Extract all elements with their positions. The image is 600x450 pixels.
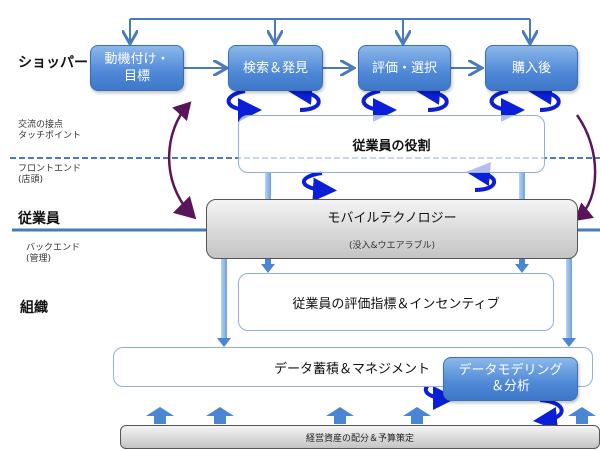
purple-curve-right xyxy=(574,114,597,222)
bar-role-mobile-right xyxy=(519,172,525,200)
lane-employee: 従業員 xyxy=(18,211,60,227)
arrow-to-evaluation-left xyxy=(261,264,275,273)
lane-organization: 組織 xyxy=(20,300,48,316)
up-arrows xyxy=(146,407,596,424)
journey-search[interactable]: 検索＆発見 xyxy=(228,45,323,91)
lane-shopper: ショッパー xyxy=(18,55,88,71)
bar-mobile-data-left xyxy=(221,258,227,340)
budget-label: 経営資産の配分＆予算策定 xyxy=(305,433,414,444)
lane-touchpoint: 交流の接点 タッチポイント xyxy=(18,120,82,141)
mobile-tech-box[interactable]: モバイルテクノロジー (没入&ウエアラブル) xyxy=(206,199,578,259)
lane-frontend: フロントエンド (店頭) xyxy=(18,164,82,185)
journey-post-purchase[interactable]: 購入後 xyxy=(485,45,578,91)
bar-role-mobile-left xyxy=(265,172,271,200)
lane-backend: バックエンド (管理) xyxy=(26,243,81,264)
employee-role-label: 従業員の役割 xyxy=(352,138,431,154)
evaluation-label: 従業員の評価指標＆インセンティブ xyxy=(292,296,500,312)
arrow-to-evaluation-right xyxy=(515,264,529,273)
budget-bar[interactable]: 経営資産の配分＆予算策定 xyxy=(120,425,600,449)
employee-role-box[interactable]: 従業員の役割 xyxy=(238,115,545,173)
evaluation-box[interactable]: 従業員の評価指標＆インセンティブ xyxy=(238,273,554,331)
journey-motivation[interactable]: 動機付け・ 目標 xyxy=(90,45,184,91)
data-mgmt-label: データ蓄積＆マネジメント xyxy=(274,361,431,377)
data-modeling-box[interactable]: データモデリング ＆分析 xyxy=(443,357,578,401)
mobile-tech-sub: (没入&ウエアラブル) xyxy=(348,241,436,251)
journey-evaluate[interactable]: 評価・選択 xyxy=(358,45,451,91)
bar-mobile-data-right xyxy=(566,258,572,340)
mobile-tech-label: モバイルテクノロジー xyxy=(327,211,457,226)
